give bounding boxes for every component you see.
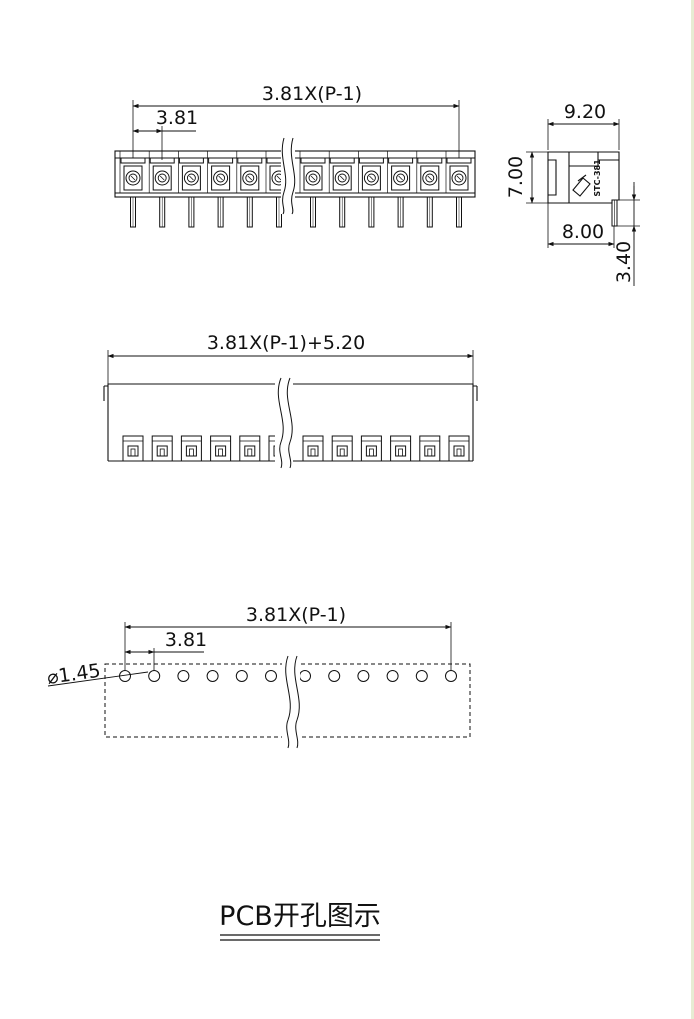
top-pin [368,196,375,228]
front-terminal-cell [390,435,412,462]
top-pitch-dim-label: 3.81 [156,107,198,129]
pcb-hole [177,670,190,682]
top-pin [339,196,346,228]
front-view: 3.81X(P-1)+5.20 [103,332,478,469]
side-part-mark: STC-381 [593,159,602,197]
top-terminal-cell [445,151,472,193]
caption-title: PCB开孔图示 [219,901,381,932]
top-pin [310,196,316,228]
front-terminal-cell [448,435,470,462]
front-terminal-cell [419,435,441,462]
front-overall-dim-label: 3.81X(P-1)+5.20 [207,332,365,354]
top-pin [217,196,224,228]
top-terminal-cell [328,151,355,193]
pcb-hole [206,670,219,682]
pcb-overall-dim-label: 3.81X(P-1) [246,604,346,626]
pcb-hole [148,670,161,682]
top-terminal-cell [207,151,234,193]
pcb-pitch-dim-label: 3.81 [165,629,207,651]
pcb-hole [299,670,311,682]
side-view: 9.20 7.00 STC-381 8.00 [505,101,640,286]
pcb-break-mark [282,655,300,749]
top-pin [456,196,462,228]
front-terminal-cell [210,435,232,462]
front-terminal-cell [122,435,144,462]
top-pin [246,196,253,228]
top-terminal-cell [299,151,326,193]
pcb-hole [357,670,370,682]
top-terminal-cell [119,151,146,193]
front-terminal-cell [151,435,173,462]
front-terminal-cell [360,435,382,462]
top-terminal-cell [416,151,443,193]
caption-block: PCB开孔图示 [219,901,381,941]
front-terminal-cell [331,435,353,462]
top-view: 3.81X(P-1) 3.81 [114,83,476,228]
top-terminal-cell [387,151,414,193]
top-terminal-cell [358,151,384,193]
pcb-hole [415,670,428,682]
pcb-hole-leader [47,671,149,687]
front-break-mark [275,376,293,469]
pcb-hole [235,670,248,682]
top-break-mark [281,137,296,215]
side-depth-dim-label: 8.00 [562,221,604,243]
top-pin [426,196,433,228]
top-pin [397,196,404,228]
side-pin-dim-label: 3.40 [613,241,635,283]
top-pin [130,196,136,228]
top-terminal-cell [236,151,263,193]
top-terminal-cell [178,151,204,193]
top-pin [276,196,282,228]
connector-body-side [547,151,620,204]
top-terminal-cell [148,151,175,193]
side-width-dim-label: 9.20 [564,101,606,123]
pcb-hole [445,670,457,682]
front-terminal-cell [180,435,202,462]
pcb-hole-view: 3.81X(P-1) 3.81 ⌀1.45 [46,604,471,749]
top-pin [188,196,195,228]
top-pin [159,196,166,228]
pcb-hole [265,670,277,682]
pcb-hole [328,670,341,682]
front-terminal-cell [302,435,324,462]
front-terminal-cell [239,435,261,462]
top-overall-dim-label: 3.81X(P-1) [262,83,362,105]
pcb-hole [386,670,399,682]
pcb-hole-dim-label: ⌀1.45 [46,660,102,689]
side-height-dim-label: 7.00 [505,156,527,198]
